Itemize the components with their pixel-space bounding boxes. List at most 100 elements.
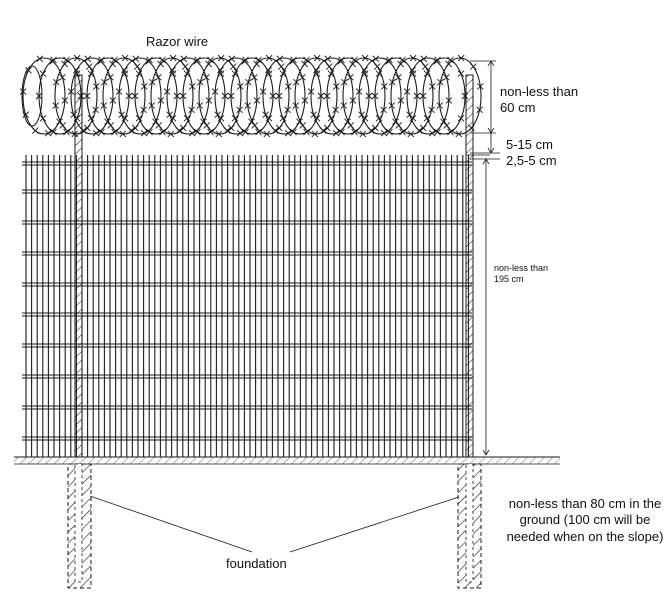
coil-barb [359,130,367,138]
coil-barb [276,55,284,63]
coil-barb [421,63,429,70]
coil-barb [419,124,427,132]
coil-loop [246,57,290,135]
coil-barb [406,111,414,119]
coil-barb [380,106,387,114]
coil-barb [169,66,176,74]
coil-barb [397,97,405,104]
coil-barb [371,124,379,132]
coil-barb [313,54,321,62]
coil-loop [294,57,338,135]
coil-barb [229,63,237,70]
coil-barb [332,83,340,90]
coil-barb [131,92,139,100]
foundation-leaders [89,495,460,553]
coil-barb [447,128,454,136]
coil-barb [469,63,477,70]
coil-barb [388,102,396,109]
coil-barb [442,73,450,81]
coil-barb [223,127,231,134]
coil-barb [211,88,219,95]
coil-barb [434,128,441,136]
coil-loop [358,57,402,135]
coil-barb [476,106,483,114]
coil-barb [338,128,345,136]
coil-barb [180,55,188,63]
coil-barb [255,128,262,136]
coil-barb [310,111,318,119]
coil-barb [461,92,469,100]
coil-barb [227,92,235,100]
coil-barb [87,70,95,78]
coil-barb [445,60,453,68]
coil-barb [53,78,60,86]
coil-barb [403,88,411,95]
coil-loop [150,57,194,135]
coil-barb [292,102,300,109]
coil-barb [242,128,249,136]
coil-barb [279,70,287,78]
coil-barb [413,92,421,100]
razor-wire-label: Razor wire [146,34,209,49]
coil-barb [83,124,91,132]
coil-barb [372,55,380,63]
coil-barb [269,92,277,100]
coil-barb [253,97,261,104]
coil-barb [101,78,108,86]
coil-loop [214,57,258,135]
coil-barb [159,128,166,136]
coil-barb [98,128,105,136]
coil-barb [386,128,393,136]
coil-barb [284,106,291,114]
coil-barb [63,128,70,136]
coil-barb [214,111,222,119]
coil-barb [217,54,225,62]
coil-barb [259,88,267,95]
coil-loop [102,57,146,135]
coil-barb [313,66,320,74]
coil-barb [39,114,47,122]
coil-barb [77,92,85,100]
coil-barb [63,56,70,64]
coil-barb [301,97,309,104]
coil-barb [183,114,191,122]
coil-barb [340,102,348,109]
coil-barb [73,54,81,62]
coil-barb [420,55,428,63]
coil-barb [423,70,431,78]
coil-barb [415,127,423,134]
coil-barb [428,106,435,114]
coil-barb [265,54,273,62]
coil-barb [205,97,213,104]
coil-barb [361,66,368,74]
coil-barb [92,129,100,137]
coil-loop [406,57,450,135]
coil-barb [146,128,153,136]
coil-barb [428,129,436,137]
coil-loop [310,57,354,135]
coil-barb [167,130,175,138]
coil-barb [395,122,403,129]
coil-barb [67,88,75,95]
coil-barb [121,54,129,62]
coil-barb [397,60,405,68]
coil-barb [290,56,297,64]
coil-barb [407,130,415,138]
coil-barb [303,128,310,136]
coil-loop [70,57,114,135]
coil-barb [311,130,319,138]
coil-barb [92,106,99,114]
coil-barb [255,56,262,64]
coil-barb [380,83,388,90]
coil-barb [169,54,177,62]
coil-barb [109,97,117,104]
coil-barb [338,56,345,64]
coil-barb [277,63,285,70]
coil-barb [236,106,243,114]
coil-barb [188,106,195,114]
coil-barb [389,78,396,86]
coil-barb [149,78,156,86]
coil-barb [443,122,451,129]
coil-barb [118,111,126,119]
coil-barb [457,54,465,62]
